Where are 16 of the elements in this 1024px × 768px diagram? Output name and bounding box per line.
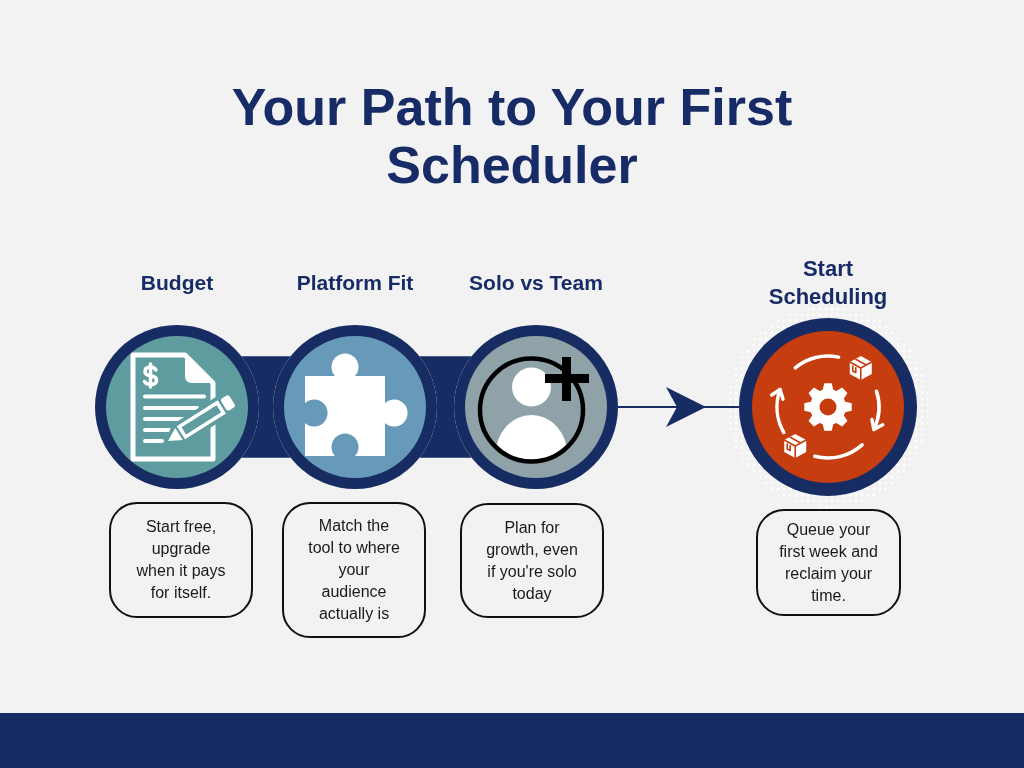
chevron-arrow <box>617 387 740 427</box>
connector-band <box>241 356 291 458</box>
description-box <box>282 502 426 638</box>
description-box <box>460 503 604 618</box>
step-title: Start Scheduling <box>767 255 889 311</box>
diagram-title: Your Path to Your First Scheduler <box>230 78 794 194</box>
connector-band <box>419 356 472 458</box>
description-text: Queue your first week and reclaim your time. <box>778 519 879 606</box>
step-title: Budget <box>140 270 214 296</box>
description-text: Plan for growth, even if you're solo today <box>485 517 579 604</box>
step-title: Solo vs Team <box>469 270 603 296</box>
description-box <box>756 509 901 616</box>
description-text: Match the tool to where your audience actually is <box>307 516 401 624</box>
description-text: Start free, upgrade when it pays for itself. <box>135 517 227 603</box>
step-title: Platform Fit <box>296 270 414 296</box>
description-box <box>109 502 253 618</box>
